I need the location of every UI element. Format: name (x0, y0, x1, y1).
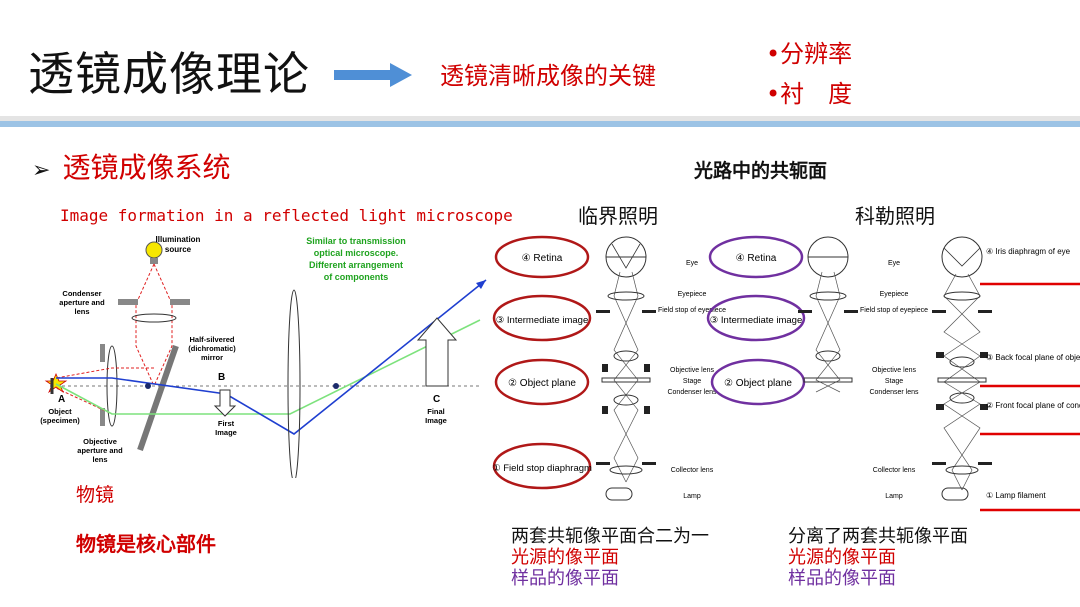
label-point-c: C (433, 394, 440, 405)
label-objective-2: aperture and (77, 446, 123, 455)
kohler-oval-intermediate: ③ Intermediate image (710, 315, 802, 326)
label-final-1: Final (427, 407, 445, 416)
label-point-a: A (58, 394, 65, 405)
critical-note-merged: 两套共轭像平面合二为一 (511, 526, 709, 547)
critical-label-condenser: Condenser lens (667, 389, 717, 396)
kohler-note-separated: 分离了两套共轭像平面 (788, 526, 968, 547)
critical-oval-field-stop: ① Field stop diaphragm (492, 463, 592, 474)
kohler-side-lamp-filament: ① Lamp filament (986, 491, 1046, 500)
bullet-resolution: •分辨率 (766, 40, 853, 68)
light-bulb-icon (145, 241, 163, 264)
label-condenser-2: aperture and (59, 298, 105, 307)
kohler-side-back-focal: ③ Back focal plane of objective (986, 353, 1080, 362)
core-statement: 物镜是核心部件 (76, 532, 216, 556)
kohler-side-iris: ④ Iris diaphragm of eye (986, 247, 1071, 256)
label-final-2: Image (425, 416, 447, 425)
figure-caption: Image formation in a reflected light mic… (60, 206, 513, 225)
critical-label-objective: Objective lens (670, 367, 714, 374)
page-title: 透镜成像理论 (28, 47, 310, 101)
critical-oval-object: ② Object plane (508, 378, 576, 389)
reflected-light-microscope-diagram: Illumination source Condenser aperture a… (40, 235, 487, 478)
kohler-label-lamp: Lamp (885, 493, 903, 500)
label-source: source (165, 245, 192, 254)
label-object-2: (specimen) (40, 416, 80, 425)
section-title: ➢透镜成像系统 (32, 151, 231, 184)
critical-oval-intermediate: ③ Intermediate image (496, 315, 588, 326)
label-condenser-3: lens (74, 307, 89, 316)
critical-illumination-diagram: ④ Retina ③ Intermediate image ② Object p… (492, 235, 726, 501)
label-objective-3: lens (92, 455, 107, 464)
critical-notes: 两套共轭像平面合二为一 光源的像平面 样品的像平面 (511, 526, 709, 589)
divider-accent (0, 121, 1080, 127)
note-similar-2: optical microscope. (314, 248, 399, 258)
critical-label-field-stop: Field stop of eyepiece (658, 307, 726, 314)
label-first-1: First (218, 419, 235, 428)
label-object-1: Object (48, 407, 72, 416)
label-mirror-1: Half-silvered (189, 335, 234, 344)
critical-label-eye: Eye (686, 260, 698, 267)
critical-label-stage: Stage (683, 378, 701, 385)
note-similar-1: Similar to transmission (306, 236, 406, 246)
kohler-oval-retina: ④ Retina (736, 253, 777, 264)
divider (0, 116, 1080, 121)
critical-label-eyepiece: Eyepiece (678, 291, 707, 298)
kohler-side-front-focal: ② Front focal plane of condenser (986, 401, 1080, 410)
critical-note-sample-plane: 样品的像平面 (511, 568, 619, 589)
conjugate-planes-title: 光路中的共轭面 (694, 160, 828, 182)
right-arrow-icon (334, 63, 412, 87)
kohler-label-eye: Eye (888, 260, 900, 267)
critical-label-lamp: Lamp (683, 493, 701, 500)
note-similar-4: of components (324, 272, 389, 282)
kohler-label-stage: Stage (885, 378, 903, 385)
conjugate-planes-diagram: ④ Retina ③ Intermediate image ② Object p… (492, 235, 1080, 512)
label-illumination: Illumination (156, 235, 201, 244)
kohler-label-eyepiece: Eyepiece (880, 291, 909, 298)
bullet-contrast: •衬 度 (766, 80, 853, 108)
kohler-note-sample-plane: 样品的像平面 (788, 568, 896, 589)
arrow-bullet-icon: ➢ (32, 158, 51, 183)
key-text: 透镜清晰成像的关键 (440, 62, 656, 90)
label-mirror-3: mirror (201, 353, 223, 362)
kohler-oval-object: ② Object plane (724, 378, 792, 389)
label-point-b: B (218, 372, 225, 383)
critical-oval-retina: ④ Retina (522, 253, 563, 264)
kohler-label-objective: Objective lens (872, 367, 916, 374)
label-objective-1: Objective (83, 437, 117, 446)
kohler-label-condenser: Condenser lens (869, 389, 919, 396)
label-condenser-1: Condenser (62, 289, 101, 298)
kohler-illumination-diagram: ④ Retina ③ Intermediate image ② Object p… (706, 235, 1080, 512)
kohler-label-collector: Collector lens (873, 467, 916, 474)
note-similar-3: Different arrangement (309, 260, 403, 270)
kohler-label-field-stop: Field stop of eyepiece (860, 307, 928, 314)
critical-illumination-heading: 临界照明 (578, 204, 658, 228)
critical-note-light-source-plane: 光源的像平面 (511, 547, 619, 568)
label-first-2: Image (215, 428, 237, 437)
objective-label: 物镜 (76, 484, 115, 506)
kohler-notes: 分离了两套共轭像平面 光源的像平面 样品的像平面 (788, 526, 968, 589)
critical-label-collector: Collector lens (671, 467, 714, 474)
kohler-illumination-heading: 科勒照明 (855, 204, 935, 228)
label-mirror-2: (dichromatic) (188, 344, 236, 353)
kohler-note-light-source-plane: 光源的像平面 (788, 547, 896, 568)
